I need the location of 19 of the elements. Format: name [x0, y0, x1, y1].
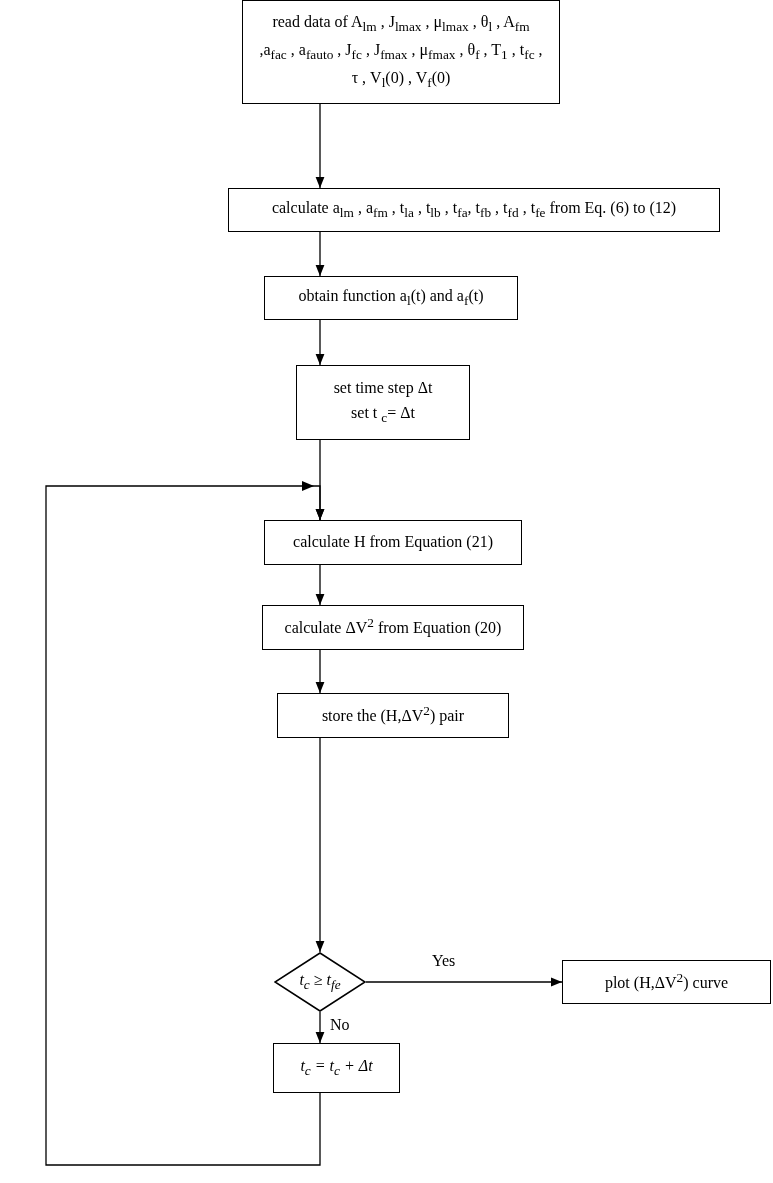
output-box: plot (H,ΔV$^{2}$) curve [562, 960, 771, 1004]
process-box: calculate ΔV$^{2}$ from Equation (20) [262, 605, 524, 650]
input-box: read data of A$_{lm}$ , J$_{lmax}$ , μ$_{lmax}$ , θ$_{l}$ , A$_{fm}$ ,a$_{fac}$ , a$_{fauto}$ , J$_{fc}$ , J$_{fmax}$ , μ$_{fmax}$ , θ$_{f}$ , T$_{1}$ , t$_{fc}$ , τ , V$_{l}$(0) , V$_{f}$(0) [242, 0, 560, 104]
process-box: store the (H,ΔV$^{2}$) pair [277, 693, 509, 738]
arrow [315, 737, 325, 953]
arrow [315, 319, 325, 366]
arrow [45, 485, 325, 1166]
process-box: obtain function a$_{l}$(t) and a$_{f}$(t) [264, 276, 518, 320]
arrow [315, 1011, 325, 1044]
process-box: set time step Δt set t $_{c}$= Δt [296, 365, 470, 440]
decision-diamond: t$_{c}$ ≥ t$_{fe}$ [274, 952, 366, 1012]
arrow [365, 977, 563, 987]
arrow [315, 103, 325, 189]
arrow [315, 564, 325, 606]
process-box: t$_{c}$ = t$_{c}$ + Δt [273, 1043, 400, 1093]
process-box: calculate a$_{lm}$ , a$_{fm}$ , t$_{la}$ , t$_{lb}$ , t$_{fa}$, t$_{fb}$ , t$_{fd}$ , t$_{fe}$ from Eq. (6) to (12) [228, 188, 720, 232]
arrow [315, 649, 325, 694]
process-box: calculate H from Equation (21) [264, 520, 522, 565]
arrow [315, 231, 325, 277]
